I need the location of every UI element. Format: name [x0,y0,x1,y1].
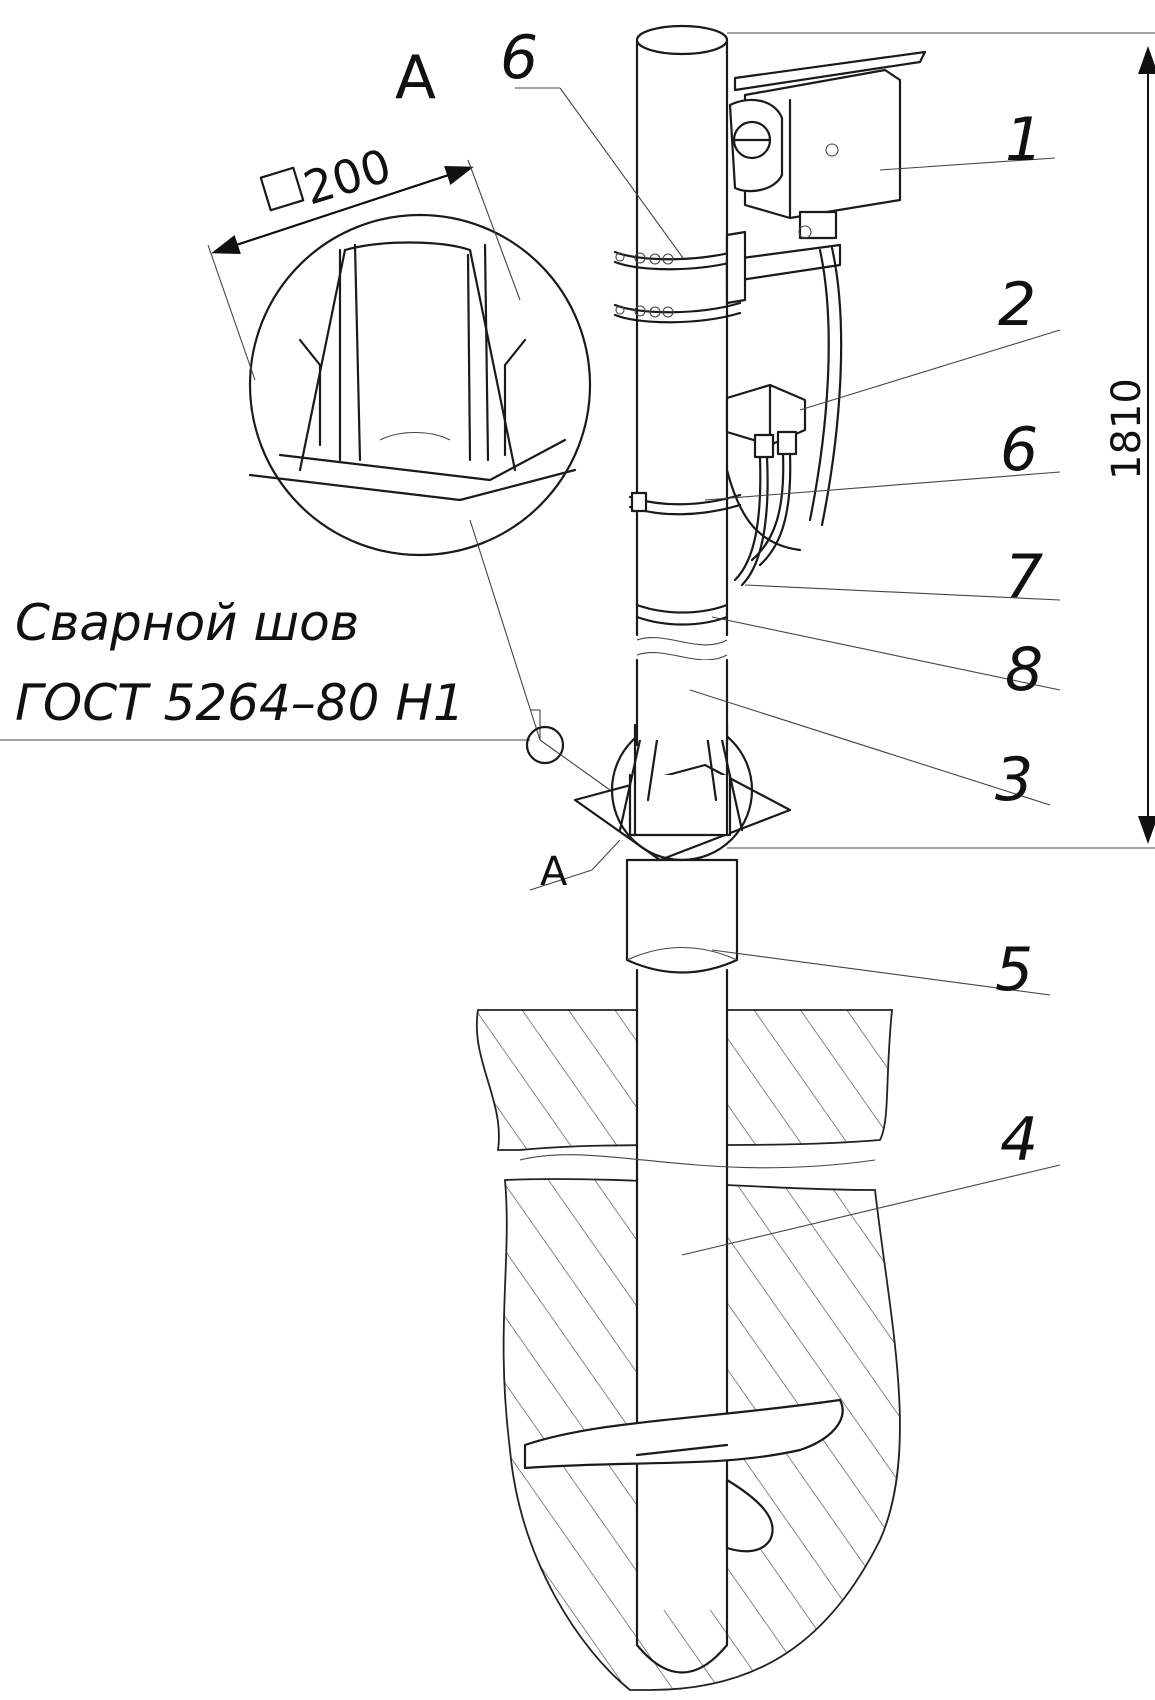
detail-view-a [207,159,592,557]
base-plate [573,718,792,862]
labels: A 200 6 1 2 6 7 8 3 5 4 A 1810 Сварной ш… [15,23,1150,1175]
weld-symbol [525,725,565,765]
enclosure-box [728,50,927,240]
height-dimension [727,32,1155,849]
callout-8: 8 [1005,635,1043,705]
weld-note-line2: ГОСТ 5264–80 Н1 [15,674,465,732]
sleeve [625,858,739,974]
height-dimension-label: 1810 [1104,378,1150,480]
view-label-bottom: A [540,849,568,895]
leader-lines [0,87,1061,1256]
callout-7: 7 [1005,542,1043,612]
callout-4: 4 [1000,1105,1038,1175]
callout-2: 2 [998,270,1036,340]
view-label-top: A [395,43,436,113]
junction-box [725,383,807,587]
callout-1: 1 [1005,105,1043,175]
callout-3: 3 [995,745,1033,815]
pole [635,24,729,747]
screw-pile [519,968,876,1674]
callout-5: 5 [995,935,1033,1005]
bracket-arm [725,230,843,527]
callout-6-mid: 6 [1000,415,1038,485]
dimension-square-label: 200 [297,138,397,215]
callout-6-top: 6 [500,23,538,93]
weld-note-line1: Сварной шов [15,594,359,652]
